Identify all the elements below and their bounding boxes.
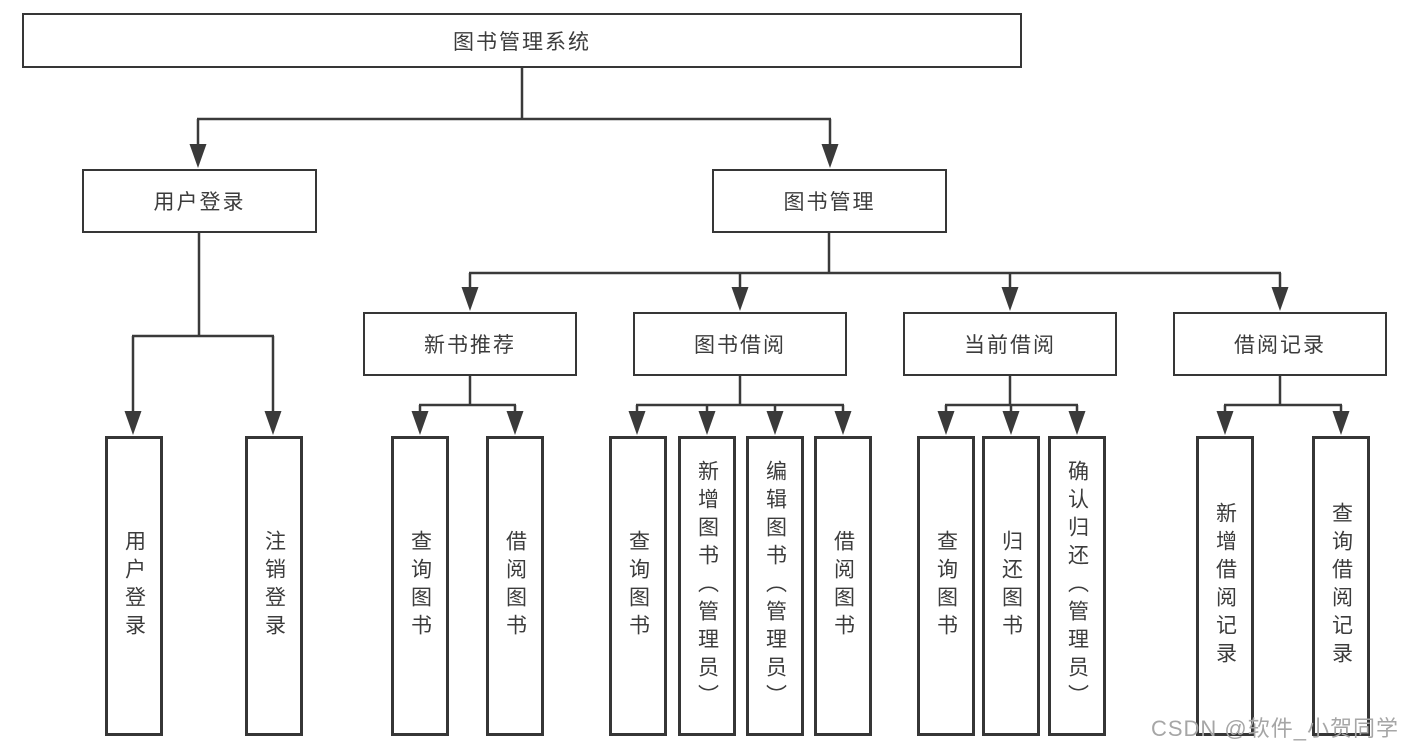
leaf-edit-book-admin: 编辑图书（管理员） [746,436,804,736]
node-borrow-records: 借阅记录 [1173,312,1387,376]
node-library-system: 图书管理系统 [22,13,1022,68]
leaf-logout: 注销登录 [245,436,303,736]
arrow-down-icon [821,144,839,168]
arrow-down-icon [264,411,282,435]
arrow-down-icon [1068,411,1086,435]
leaf-user-login: 用户登录 [105,436,163,736]
arrow-down-icon [731,287,749,311]
arrow-down-icon [834,411,852,435]
arrow-down-icon [411,411,429,435]
node-user-login: 用户登录 [82,169,317,233]
arrow-down-icon [937,411,955,435]
node-new-book-recommend: 新书推荐 [363,312,577,376]
arrow-down-icon [628,411,646,435]
arrow-down-icon [461,287,479,311]
leaf-return-books: 归还图书 [982,436,1040,736]
watermark-csdn: CSDN @软件_小贺同学 [1150,716,1399,741]
leaf-add-borrow-record: 新增借阅记录 [1196,436,1254,736]
leaf-borrow-books-recommend: 借阅图书 [486,436,544,736]
leaf-borrow-books: 借阅图书 [814,436,872,736]
arrow-down-icon [698,411,716,435]
arrow-down-icon [1001,287,1019,311]
node-current-borrow: 当前借阅 [903,312,1117,376]
arrow-down-icon [506,411,524,435]
leaf-query-books-current: 查询图书 [917,436,975,736]
arrow-down-icon [124,411,142,435]
node-book-management: 图书管理 [712,169,947,233]
arrow-down-icon [766,411,784,435]
leaf-query-books-recommend: 查询图书 [391,436,449,736]
node-book-borrow: 图书借阅 [633,312,847,376]
leaf-add-book-admin: 新增图书（管理员） [678,436,736,736]
arrow-down-icon [189,144,207,168]
leaf-confirm-return-admin: 确认归还（管理员） [1048,436,1106,736]
leaf-query-books-borrow: 查询图书 [609,436,667,736]
arrow-down-icon [1271,287,1289,311]
arrow-down-icon [1332,411,1350,435]
arrow-down-icon [1002,411,1020,435]
arrow-down-icon [1216,411,1234,435]
leaf-query-borrow-record: 查询借阅记录 [1312,436,1370,736]
